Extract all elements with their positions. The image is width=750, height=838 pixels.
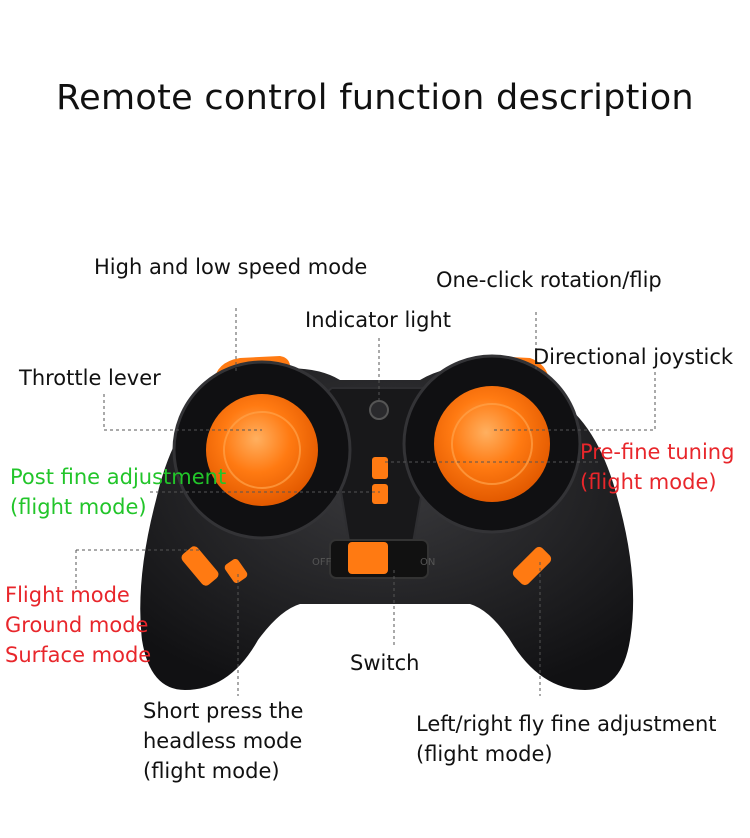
label-post-fine-adjustment: Post fine adjustment (flight mode): [10, 462, 226, 522]
label-short-press-line1: Short press the: [143, 699, 304, 723]
label-left-right-fine: Left/right fly fine adjustment (flight m…: [416, 709, 717, 769]
trim-button-lower[interactable]: [372, 484, 388, 504]
label-ground-mode: Ground mode: [5, 613, 149, 637]
page-title: Remote control function description: [56, 78, 694, 118]
label-switch: Switch: [350, 651, 420, 675]
right-joystick[interactable]: [434, 386, 550, 502]
label-directional-joystick: Directional joystick: [533, 345, 734, 369]
label-indicator-light: Indicator light: [305, 308, 452, 332]
label-pre-fine-tuning: Pre-fine tuning (flight mode): [580, 437, 734, 497]
label-left-right-fine-line1: Left/right fly fine adjustment: [416, 712, 717, 736]
label-modes: Flight mode Ground mode Surface mode: [5, 580, 151, 670]
leader-throttle-lever: [103, 394, 262, 431]
label-high-low-speed: High and low speed mode: [94, 255, 368, 279]
indicator-light: [369, 400, 389, 420]
label-surface-mode: Surface mode: [5, 643, 152, 667]
label-post-fine-adjustment-line2: (flight mode): [10, 495, 147, 519]
mode-button-left-small[interactable]: [223, 557, 249, 584]
label-flight-mode: Flight mode: [5, 583, 130, 607]
label-pre-fine-tuning-line1: Pre-fine tuning: [580, 440, 735, 464]
label-short-press-headless: Short press the headless mode (flight mo…: [143, 696, 303, 786]
label-short-press-line3: (flight mode): [143, 759, 280, 783]
label-one-click-flip: One-click rotation/flip: [436, 268, 662, 292]
label-pre-fine-tuning-line2: (flight mode): [580, 470, 717, 494]
label-post-fine-adjustment-line1: Post fine adjustment: [10, 465, 227, 489]
label-left-right-fine-line2: (flight mode): [416, 742, 553, 766]
leader-lines: [75, 308, 656, 696]
switch-off-mark: OFF: [312, 557, 332, 568]
mode-button-left[interactable]: [179, 544, 220, 587]
trim-button-upper[interactable]: [372, 457, 388, 479]
fine-adjust-button-right[interactable]: [511, 545, 553, 587]
label-short-press-line2: headless mode: [143, 729, 303, 753]
power-switch[interactable]: [348, 542, 388, 574]
switch-on-mark: ON: [420, 557, 435, 568]
left-joystick[interactable]: [206, 394, 318, 506]
leader-directional-joystick: [492, 372, 656, 431]
label-throttle-lever: Throttle lever: [19, 366, 161, 390]
